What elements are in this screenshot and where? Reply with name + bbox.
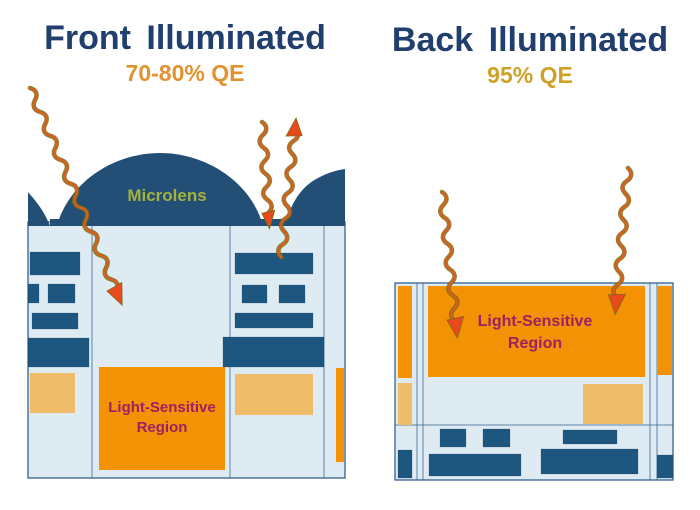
wiring-rect [562,429,618,445]
back-illuminated-title: Back Illuminated [391,21,669,59]
photon-arrow-absorbed-icon [27,85,123,307]
doped-region-rect [235,374,313,415]
wiring-rect [540,448,639,475]
wiring-rect [47,283,76,304]
wiring-rect [278,284,306,304]
doped-region-rect [30,373,75,413]
wiring-rect [31,312,79,330]
wiring-rect [482,428,511,448]
wiring-rect [222,336,325,368]
metal-wiring-stack-left [27,251,90,413]
front-illuminated-title: Front Illuminated [44,19,326,57]
back-illuminated-sensor [394,282,674,481]
microlens-dome-partial-left [28,192,50,226]
doped-region-rect [398,383,412,425]
microlens-layer [28,153,345,226]
wiring-rect [656,454,674,479]
metal-wiring-stack-bottom [397,428,674,479]
wiring-rect [241,284,268,304]
wiring-rect [439,428,467,448]
back-qe-label: 95% QE [487,62,573,88]
microlens-dome-partial-right [285,169,345,226]
wiring-rect [29,251,81,276]
neighbor-pixel-region-strip [657,286,672,375]
wiring-rect [27,337,90,368]
metal-wiring-stack-right [222,252,325,415]
microlens-label: Microlens [127,186,207,205]
light-sensitive-region-front [99,367,225,470]
wiring-rect [397,449,413,479]
light-sensitive-region-label-back: Light-Sensitive Region [477,313,593,352]
wiring-rect [428,453,522,477]
wiring-rect [234,312,314,329]
photon-arrow-incoming-icon [257,119,276,230]
doped-region-rect [583,384,643,424]
light-sensitive-region-label-front: Light-Sensitive Region [108,399,216,437]
light-sensitive-region-back [428,286,645,377]
photon-arrow-reflected-icon [276,117,303,260]
wiring-rect [27,283,40,304]
photon-arrow-back-left-icon [438,189,465,340]
photon-arrows [27,85,634,340]
neighbor-pixel-region-strip [398,286,412,378]
microlens-dome-main [57,153,263,226]
front-illuminated-sensor [27,153,346,479]
neighbor-pixel-region-strip [336,368,344,462]
wiring-rect [234,252,314,275]
front-qe-label: 70-80% QE [125,60,245,86]
photon-arrow-back-right-icon [607,165,634,316]
